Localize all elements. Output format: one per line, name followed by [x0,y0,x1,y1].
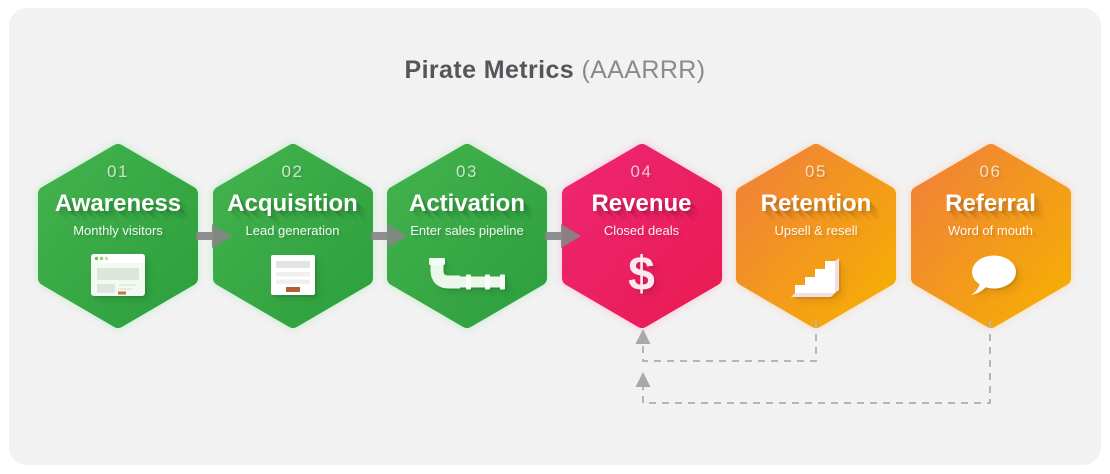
stage-subtitle: Lead generation [245,223,340,238]
stage-activation: 03 Activation Enter sales pipeline [387,144,547,328]
stage-subtitle: Enter sales pipeline [410,223,524,238]
form-icon [213,246,373,304]
stage-number: 05 [805,162,827,181]
title-main: Pirate Metrics [404,56,575,84]
forward-arrow-icon [196,224,232,248]
hexagon-shape [910,144,1071,328]
hexagon-shape [38,144,198,328]
title-suffix: (AAARRR) [581,56,706,84]
stage-number: 01 [107,162,129,181]
stage-name: Revenue [591,190,692,217]
stairs-icon [736,246,896,304]
stage-retention: 05 Retention Upsell & resell [736,144,896,328]
stage-subtitle: Monthly visitors [73,223,163,238]
stage-name: Activation [408,190,525,217]
forward-arrow-icon [545,224,581,248]
forward-arrow-icon [371,224,407,248]
stage-name: Retention [760,190,872,217]
background-panel: Pirate Metrics (AAARRR) 01 Awareness Mon… [9,8,1101,465]
stage-revenue: 04 Revenue Closed deals $ [561,144,722,328]
hexagon-shape [736,144,896,328]
dollar-icon: $ [628,248,655,301]
stage-referral: 06 Referral Word of mouth [910,144,1071,328]
stage-subtitle: Word of mouth [947,223,1034,238]
stage-awareness: 01 Awareness Monthly visitors [38,144,198,328]
stage-number: 02 [281,162,304,181]
hexagon-shape [212,144,373,328]
page-title: Pirate Metrics (AAARRR) [9,56,1101,85]
stage-name: Acquisition [227,190,358,217]
stage-name: Referral [945,190,1036,217]
stage-name: Awareness [54,190,182,217]
speech-bubble-icon [911,246,1071,304]
browser-window-icon [38,246,198,304]
stage-number: 03 [456,162,478,181]
pipeline-icon [387,246,547,304]
stage-number: 04 [630,162,653,181]
stage-acquisition: 02 Acquisition Lead generation [212,144,373,328]
stage-subtitle: Upsell & resell [774,223,858,238]
stage-number: 06 [979,162,1002,181]
stage-subtitle: Closed deals [603,223,680,238]
hexagon-shape [561,144,722,328]
